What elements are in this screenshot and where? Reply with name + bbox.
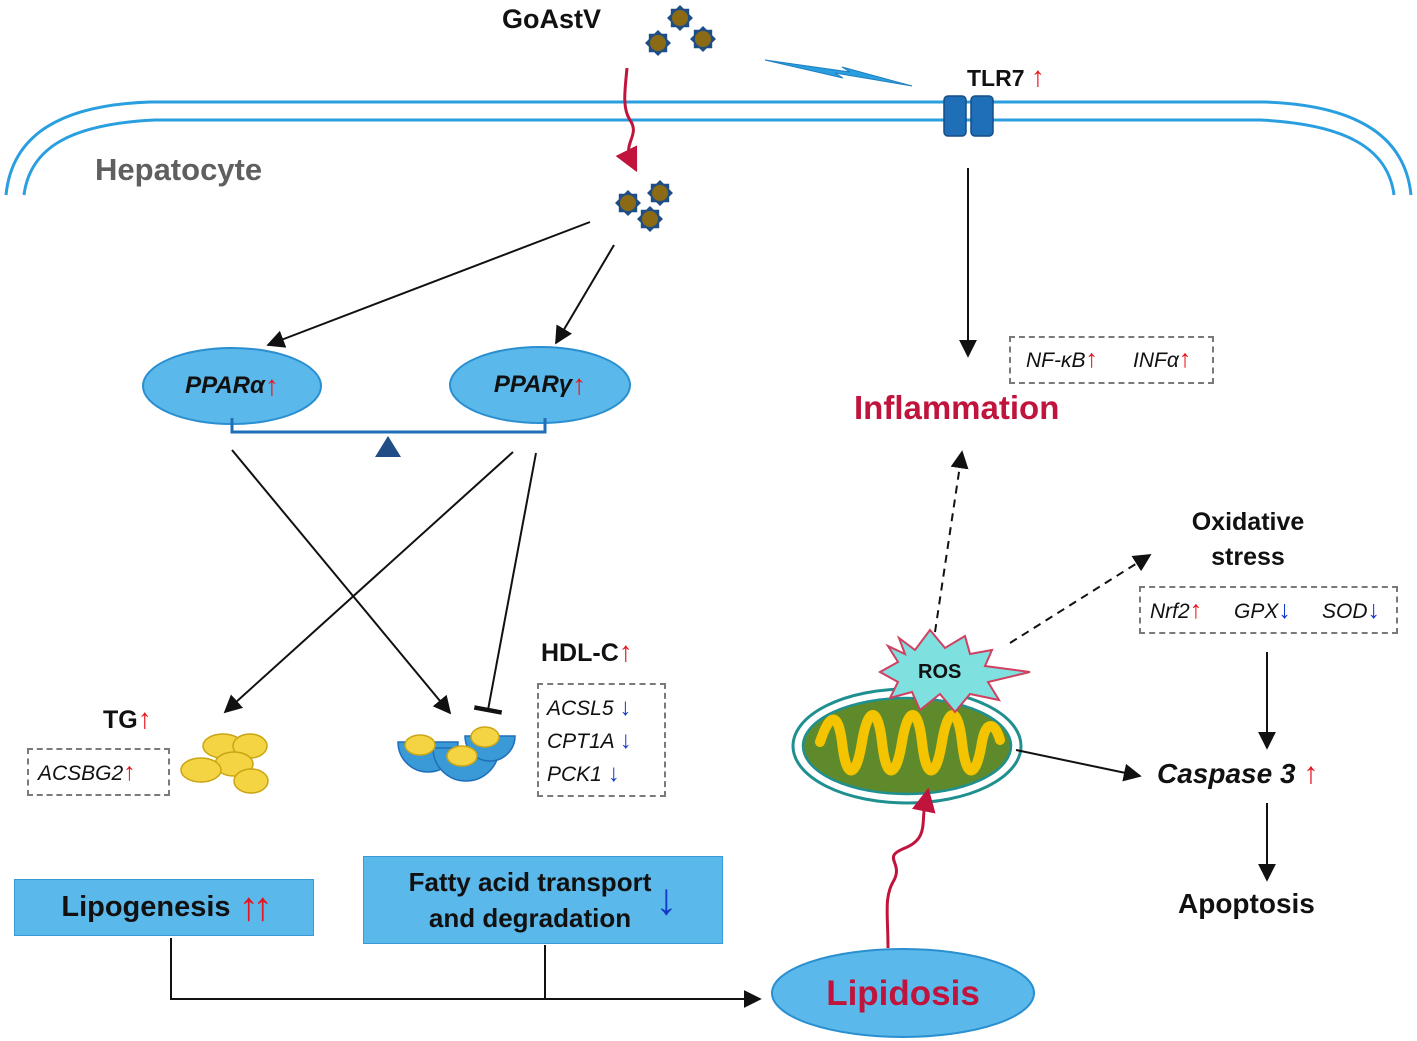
lipid-droplets-icon [180,733,269,794]
gpx-down-arrow-icon: ↓ [1278,596,1291,624]
balance-fulcrum-icon [375,436,401,457]
tlr7-receptor-icon [943,95,994,137]
hdl-up-arrow-icon: ↑ [618,636,633,667]
inflammation-markers-box [1009,336,1214,384]
ppar-gamma-inhibit-line [473,452,537,715]
acsbg2-marker: ACSBG2↑ [38,758,136,786]
lipidosis-to-mitochondrion-arrow [885,787,936,949]
gpx-marker: GPX↓ [1234,596,1291,624]
ros-to-oxidative-stress-arrow [1009,554,1152,644]
lipogenesis-box: Lipogenesis ↑↑ [14,879,314,936]
hdl-genes-box [537,683,666,797]
acsbg2-up-arrow-icon: ↑ [123,758,136,786]
pck1-marker: PCK1 ↓ [547,760,620,787]
lipidosis-label: Lipidosis [826,973,980,1013]
ppar-alpha-to-fat-arrow [231,449,452,715]
hdl-label: HDL-C↑ [541,636,633,667]
virus-particles-outside-icon [645,5,716,56]
acsl5-marker: ACSL5 ↓ [547,694,632,721]
ppar-gamma-to-tg-arrow [223,451,514,714]
virus-label: GoAstV [502,4,602,34]
inflammation-title: Inflammation [854,389,1060,426]
mitochondrion-to-caspase-arrow [1015,749,1142,782]
cell-membrane [4,100,1413,196]
nfkb-marker: NF-κB↑ [1026,345,1099,373]
lipogenesis-connector-line [170,938,545,1000]
cell-label: Hepatocyte [95,152,263,187]
mitochondrion-icon [791,687,1023,805]
lipogenesis-double-up-arrow-icon: ↑↑ [238,885,273,929]
pck1-down-arrow-icon: ↓ [607,760,620,787]
virus-entry-arrow [615,67,638,173]
ppar-alpha-up-arrow-icon: ↑ [264,370,279,401]
cpt1a-marker: CPT1A ↓ [547,727,632,754]
ros-burst-icon [877,628,1031,714]
balance-beam [230,418,547,434]
infa-up-arrow-icon: ↑ [1178,345,1192,373]
oxidative-markers-box [1139,586,1398,634]
ros-to-inflammation-arrow [934,450,969,633]
ppar-alpha-label: PPARα↑ [185,370,279,401]
sod-down-arrow-icon: ↓ [1367,596,1381,624]
caspase-label: Caspase 3 ↑ [1157,757,1319,790]
cpt1a-down-arrow-icon: ↓ [619,727,632,754]
ppar-gamma-up-arrow-icon: ↑ [572,369,587,400]
tlr7-up-arrow-icon: ↑ [1030,61,1045,92]
oxidative-stress-title: Oxidative stress [1191,508,1305,571]
caspase-up-arrow-icon: ↑ [1303,757,1319,790]
tlr7-label: TLR7 ↑ [967,61,1045,92]
acsl5-down-arrow-icon: ↓ [619,694,632,721]
virus-to-ppar-alpha-arrow [266,221,591,348]
ppar-gamma-label: PPARγ↑ [493,369,587,400]
nrf2-up-arrow-icon: ↑ [1189,596,1203,624]
acsbg2-box [27,748,170,796]
tg-up-arrow-icon: ↑ [137,703,152,734]
sod-marker: SOD↓ [1322,596,1381,624]
nfkb-up-arrow-icon: ↑ [1085,345,1099,373]
lipidosis-ellipse [771,948,1035,1038]
nrf2-marker: Nrf2↑ [1150,596,1203,624]
fatty-acid-box: Fatty acid transport and degradation ↓ [363,856,723,944]
ppar-gamma-ellipse [449,346,631,424]
fatty-acid-down-arrow-icon: ↓ [655,875,678,924]
lightning-bolt-icon [764,59,913,87]
apoptosis-label: Apoptosis [1178,888,1315,919]
virus-to-ppar-gamma-arrow [555,244,615,345]
virus-particles-inside-icon [615,180,673,232]
infa-marker: INFα↑ [1133,345,1192,373]
adipocyte-cluster-icon [397,726,516,782]
tg-label: TG↑ [103,703,152,734]
ros-label: ROS [918,661,962,683]
